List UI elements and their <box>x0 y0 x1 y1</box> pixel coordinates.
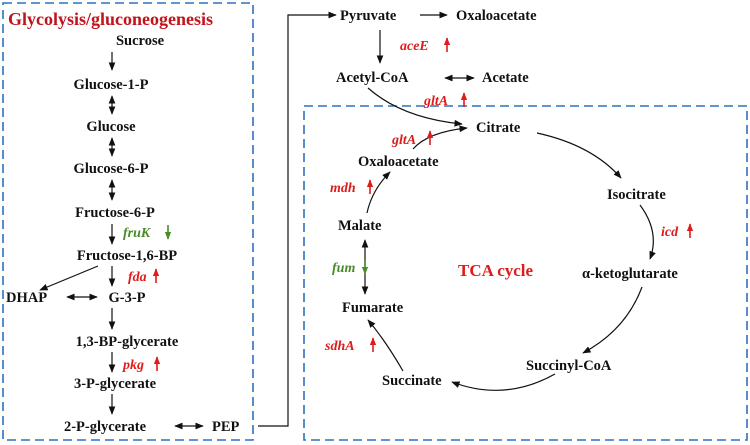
metabolite-glucose-1-p: Glucose-1-P <box>74 77 149 93</box>
arrow-acetylcoa-to-citrate <box>367 87 463 127</box>
metabolite-glucose: Glucose <box>86 119 136 135</box>
gene-mdh: mdh <box>330 181 356 196</box>
gene-sdha: sdhA <box>324 339 355 354</box>
arrow-f16bp-to-dhap <box>39 265 99 291</box>
gene-pkg: pkg <box>122 358 144 373</box>
metabolite-fumarate: Fumarate <box>342 300 404 316</box>
arrow-isocitrate-to-akg <box>639 204 656 260</box>
gene-fum: fum <box>332 261 355 276</box>
metabolite-oxaloacetate-top: Oxaloacetate <box>456 8 537 24</box>
arrow-akg-to-succinylcoa <box>582 286 643 354</box>
metabolite-2-p-glycerate: 2-P-glycerate <box>64 419 147 435</box>
gene-fruk: fruK <box>123 226 152 241</box>
arrow-malate-to-oxaloacetate <box>366 171 391 214</box>
metabolite-1-3-bp-glycerate: 1,3-BP-glycerate <box>76 334 179 350</box>
metabolite-sucrose: Sucrose <box>116 33 165 49</box>
metabolite-citrate: Citrate <box>476 120 521 136</box>
metabolite-malate: Malate <box>338 218 382 234</box>
metabolite-succinyl-coa: Succinyl-CoA <box>526 358 612 374</box>
glycolysis-box <box>2 2 254 441</box>
metabolite-glucose-6-p: Glucose-6-P <box>74 161 149 177</box>
arrow-succinate-to-fumarate <box>367 319 404 372</box>
metabolite-g-3-p: G-3-P <box>108 290 145 306</box>
metabolite-alpha-ketoglutarate: α-ketoglutarate <box>582 266 678 282</box>
metabolite-pep: PEP <box>212 419 240 435</box>
metabolite-oxaloacetate-cycle: Oxaloacetate <box>358 154 439 170</box>
metabolite-fructose-6-p: Fructose-6-P <box>75 205 155 221</box>
metabolite-isocitrate: Isocitrate <box>607 187 666 203</box>
arrow-succinylcoa-to-succinate <box>451 373 556 391</box>
arrow-citrate-to-isocitrate <box>536 132 622 179</box>
metabolite-pyruvate: Pyruvate <box>340 8 397 24</box>
gene-icd: icd <box>661 225 679 240</box>
metabolite-succinate: Succinate <box>382 373 442 389</box>
metabolite-acetate: Acetate <box>482 70 529 86</box>
metabolite-fructose-1-6-bp: Fructose-1,6-BP <box>77 248 177 264</box>
metabolite-3-p-glycerate: 3-P-glycerate <box>74 376 157 392</box>
gene-glta-cycle: gltA <box>391 133 416 148</box>
arrow-pep-to-pyruvate <box>258 11 337 427</box>
arrow-oxaloacetate-to-citrate <box>412 125 468 150</box>
metabolite-dhap: DHAP <box>6 290 47 306</box>
gene-fda: fda <box>128 270 147 285</box>
glycolysis-title: Glycolysis/gluconeogenesis <box>8 9 213 29</box>
metabolite-acetyl-coa: Acetyl-CoA <box>336 70 409 86</box>
gene-acee: aceE <box>400 39 429 54</box>
gene-glta-top: gltA <box>423 94 448 109</box>
tca-box <box>303 105 748 441</box>
tca-cycle-label: TCA cycle <box>458 261 534 280</box>
